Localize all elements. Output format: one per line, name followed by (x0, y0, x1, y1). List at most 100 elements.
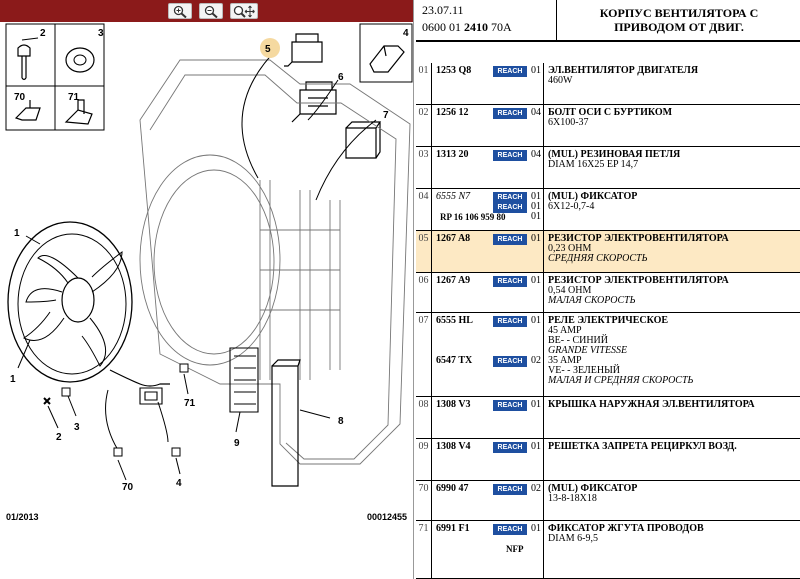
part-description: КРЫШКА НАРУЖНАЯ ЭЛ.ВЕНТИЛЯТОРА (548, 399, 755, 410)
column-divider (543, 397, 544, 438)
part-reference[interactable]: 1267 A8 (436, 233, 471, 244)
callout-label[interactable]: 2 (40, 28, 46, 39)
part-reference[interactable]: 6991 F1 (436, 523, 470, 534)
reach-badge[interactable]: REACH (493, 276, 527, 287)
row-index: 02 (416, 105, 432, 146)
part-description: 13-8-18X18 (548, 493, 597, 504)
callout-label[interactable]: 3 (98, 28, 104, 39)
part-description: МАЛАЯ СКОРОСТЬ (548, 295, 636, 306)
reach-badge[interactable]: REACH (493, 316, 527, 327)
column-divider (543, 273, 544, 312)
part-description: DIAM 16X25 EP 14,7 (548, 159, 639, 170)
callout-label[interactable]: 1 (10, 374, 16, 385)
nfp-flag: NFP (506, 544, 524, 554)
part-description: (MUL) ФИКСАТОР (548, 483, 638, 494)
part-reference[interactable]: 6555 HL (436, 315, 473, 326)
callout-label[interactable]: 71 (68, 92, 80, 103)
callout-label[interactable]: 6 (338, 72, 344, 83)
part-description: 45 AMP (548, 325, 582, 336)
callout-label[interactable]: 71 (184, 398, 196, 409)
column-divider (543, 189, 544, 230)
zoom-pan-button[interactable] (230, 3, 258, 19)
outer-cover (271, 359, 301, 487)
reach-badge[interactable]: REACH (493, 400, 527, 411)
row-index: 06 (416, 273, 432, 312)
reach-badge[interactable]: REACH (493, 192, 527, 203)
reach-badge[interactable]: REACH (493, 356, 527, 367)
callout-label[interactable]: 4 (176, 478, 182, 489)
callout-label[interactable]: 7 (383, 110, 389, 121)
part-quantity: 04 (531, 149, 541, 160)
part-reference[interactable]: 1253 Q8 (436, 65, 472, 76)
part-description: DIAM 6-9,5 (548, 533, 598, 544)
zoom-in-button[interactable] (168, 3, 192, 19)
reach-badge[interactable]: REACH (493, 442, 527, 453)
part-description: 6X100-37 (548, 117, 589, 128)
row-index: 08 (416, 397, 432, 438)
part-reference[interactable]: 6990 47 (436, 483, 469, 494)
reach-badge[interactable]: REACH (493, 150, 527, 161)
page-title: КОРПУС ВЕНТИЛЯТОРА С ПРИВОДОМ ОТ ДВИГ. (556, 0, 800, 40)
reach-badge[interactable]: REACH (493, 234, 527, 245)
parts-list-header: 23.07.11 0600 01 2410 70A КОРПУС ВЕНТИЛЯ… (416, 0, 800, 42)
part-description: РЕЛЕ ЭЛЕКТРИЧЕСКОЕ (548, 315, 669, 326)
part-reference[interactable]: 6555 N7 (436, 191, 471, 202)
code-prefix: 0600 01 (422, 20, 464, 34)
zoom-out-button[interactable] (199, 3, 223, 19)
callout-label[interactable]: 9 (234, 438, 240, 449)
part-description: 6X12-0,7-4 (548, 201, 595, 212)
part-quantity: 01 (531, 275, 541, 286)
reach-badge[interactable]: REACH (493, 66, 527, 77)
row-index: 07 (416, 313, 432, 396)
recirc-grille (229, 347, 259, 413)
callout-label[interactable]: 4 (403, 28, 409, 39)
callout-label[interactable]: 70 (14, 92, 26, 103)
leader-lines (17, 37, 377, 481)
reach-badge[interactable]: REACH (493, 524, 527, 535)
reach-badge[interactable]: REACH (493, 108, 527, 119)
part-reference[interactable]: 1308 V4 (436, 441, 471, 452)
part-description: РЕШЕТКА ЗАПРЕТА РЕЦИРКУЛ ВОЗД. (548, 441, 737, 452)
part-description: GRANDE VITESSE (548, 345, 628, 356)
column-divider (543, 105, 544, 146)
part-quantity: 02 (531, 355, 541, 366)
reach-badge[interactable]: REACH (493, 202, 527, 213)
callout-label[interactable]: 8 (338, 416, 344, 427)
callout-label[interactable]: 5 (265, 44, 271, 55)
callout-label[interactable]: 3 (74, 422, 80, 433)
part-reference[interactable]: 6547 TX (436, 355, 473, 366)
part-description: СРЕДНЯЯ СКОРОСТЬ (548, 253, 648, 264)
part-reference[interactable]: 1256 12 (436, 107, 469, 118)
callout-label[interactable]: 70 (122, 482, 134, 493)
part-description: МАЛАЯ И СРЕДНЯЯ СКОРОСТЬ (548, 375, 694, 386)
reach-badge[interactable]: REACH (493, 484, 527, 495)
zoom-in-icon (173, 5, 187, 18)
selected-part-marker[interactable] (260, 38, 280, 58)
callout-label[interactable]: 1 (14, 228, 20, 239)
part-reference[interactable]: 1308 V3 (436, 399, 471, 410)
callout-label[interactable]: 2 (56, 432, 62, 443)
part-quantity: 01 (531, 523, 541, 534)
part-description: 0,54 OHM (548, 285, 592, 296)
zoom-out-icon (204, 5, 218, 18)
part-supersession-ref: RP 16 106 959 80 (440, 212, 506, 222)
part-description: (MUL) РЕЗИНОВАЯ ПЕТЛЯ (548, 149, 681, 160)
part-reference[interactable]: 1313 20 (436, 149, 469, 160)
part-reference[interactable]: 1267 A9 (436, 275, 471, 286)
part-quantity: 04 (531, 107, 541, 118)
part-description: 35 AMP (548, 355, 582, 366)
part-quantity: 01 (531, 191, 541, 202)
part-quantity: 01 (531, 201, 541, 212)
column-divider (543, 231, 544, 272)
